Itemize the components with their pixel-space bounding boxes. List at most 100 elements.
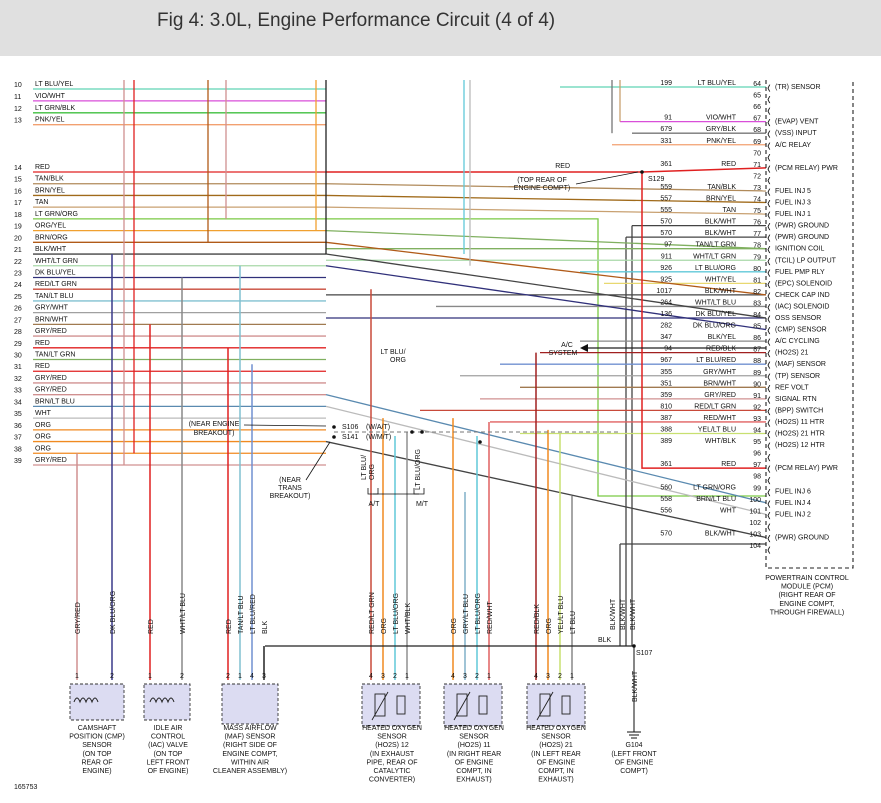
pcm-pin-number: 78 xyxy=(753,243,761,250)
ho2s21-label: (IN LEFT REAR xyxy=(531,751,581,758)
ho2s11-label: (HO2S) 11 xyxy=(458,742,491,749)
iac-pin-number: 2 xyxy=(180,673,184,680)
ho2s11-pin-number: 1 xyxy=(487,673,491,680)
left-row-number: 17 xyxy=(14,200,22,207)
pcm-pin-number: 102 xyxy=(749,520,761,527)
page-title: Fig 4: 3.0L, Engine Performance Circuit … xyxy=(157,10,556,31)
title-bar: Fig 4: 3.0L, Engine Performance Circuit … xyxy=(0,0,881,56)
maf-sensor-box xyxy=(221,683,279,725)
pcm-pin-wire-label: WHT/LT BLU xyxy=(695,299,736,306)
ho2s11-lead-label: GRY/LT BLU xyxy=(463,594,470,634)
pcm-pin-wire-label: VIO/WHT xyxy=(706,115,737,122)
camshaft-coil-symbol xyxy=(73,697,99,704)
ho2s12-label: CONVERTER) xyxy=(369,777,415,784)
pcm-pin-number: 88 xyxy=(753,358,761,365)
pcm-pin-circuit: 558 xyxy=(660,496,672,503)
s107-label: S107 xyxy=(636,650,652,657)
pcm-pin-function: (MAF) SENSOR xyxy=(775,361,826,368)
left-row-wire-label: TAN/BLK xyxy=(35,176,64,183)
ho2s12-label: CATALYTIC xyxy=(374,768,411,775)
ho2s21-pin-number: 4 xyxy=(534,673,538,680)
splice-dot xyxy=(420,430,424,434)
pcm-pin-number: 96 xyxy=(753,451,761,458)
left-row-wire-label: ORG/YEL xyxy=(35,223,66,230)
fuel-inj-5-wire xyxy=(325,183,767,192)
pcm-pin-bracket: ❬ xyxy=(766,142,772,150)
pcm-pin-bracket: ❬ xyxy=(766,477,772,485)
pcm-pin-wire-label: LT BLU/RED xyxy=(696,357,736,364)
pcm-pin-wire-label: DK BLU/ORG xyxy=(693,323,736,330)
pcm-pin-function: (PWR) GROUND xyxy=(775,234,829,241)
left-row-wire-label: VIO/WHT xyxy=(35,93,66,100)
ho2s12-pin-number: 4 xyxy=(369,673,373,680)
camshaft-label: REAR OF xyxy=(81,759,112,766)
ac-system-label: SYSTEM xyxy=(549,350,578,357)
ho2s11-heater-symbol-element xyxy=(478,695,488,715)
pcm-pin-circuit: 1017 xyxy=(656,288,672,295)
pcm-pin-wire-label: RED xyxy=(721,161,736,168)
iac-label: (ON TOP xyxy=(154,751,183,758)
pcm-pin-number: 95 xyxy=(753,439,761,446)
ho2s12-pin-number: 3 xyxy=(381,673,385,680)
ac-system-label: A/C xyxy=(561,342,573,349)
pcm-pin-function: (VSS) INPUT xyxy=(775,130,817,137)
pcm-pin-circuit: 556 xyxy=(660,507,672,514)
s106-splice-dot xyxy=(332,425,336,429)
ho2s21-label: SENSOR xyxy=(541,734,571,741)
ho2s21-lead-label: LT BLU xyxy=(570,611,577,634)
left-row-number: 29 xyxy=(14,341,22,348)
pcm-pin-bracket: ❬ xyxy=(766,246,772,254)
pcm-pin-bracket: ❬ xyxy=(766,488,772,496)
ho2s21-label: (HO2S) 21 xyxy=(539,742,573,749)
pcm-pin-bracket: ❬ xyxy=(766,396,772,404)
left-row-wire-label: WHT/LT GRN xyxy=(35,258,78,265)
pcm-pin-circuit: 351 xyxy=(660,380,672,387)
pwr-ground-103-wire xyxy=(325,440,767,539)
camshaft-pin-number: 2 xyxy=(110,673,114,680)
left-row-number: 38 xyxy=(14,446,22,453)
pcm-pin-bracket: ❬ xyxy=(766,546,772,554)
maf-lead-label: LT BLU/RED xyxy=(250,594,257,634)
pcm-pin-function: (HO2S) 21 xyxy=(775,350,809,357)
pcm-pin-wire-label: LT BLU/ORG xyxy=(695,265,736,272)
camshaft-lead-label: DK BLU/ORG xyxy=(110,591,117,634)
camshaft-label: ENGINE) xyxy=(82,768,111,775)
left-row-number: 10 xyxy=(14,82,22,89)
ho2s11-label: (IN RIGHT REAR xyxy=(447,751,501,758)
pcm-pin-wire-label: GRY/BLK xyxy=(706,126,737,133)
pcm-pin-wire-label: TAN/BLK xyxy=(707,184,736,191)
pcm-pin-bracket: ❬ xyxy=(766,165,772,173)
left-row-wire-label: LT GRN/ORG xyxy=(35,211,78,218)
left-row-wire-label: PNK/YEL xyxy=(35,117,65,124)
maf-label: (RIGHT SIDE OF xyxy=(223,742,277,749)
g104-lead-label: BLK/WHT xyxy=(632,670,639,702)
ho2s21-heater-symbol-arrow xyxy=(536,691,554,721)
pcm-pin-circuit: 967 xyxy=(660,357,672,364)
pcm-pin-bracket: ❬ xyxy=(766,303,772,311)
ho2s12-pin-number: 1 xyxy=(405,673,409,680)
pcm-pin-wire-label: BLK/WHT xyxy=(705,530,737,537)
pcm-pin-bracket: ❬ xyxy=(766,384,772,392)
pcm-pin-function: FUEL INJ 2 xyxy=(775,511,811,518)
pcm-pin-function: FUEL PMP RLY xyxy=(775,269,825,276)
at-org-label: ORG xyxy=(369,464,376,480)
pcm-pin-function: (TCIL) LP OUTPUT xyxy=(775,257,837,264)
pcm-pin-circuit: 97 xyxy=(664,242,672,249)
fuel-inj-6-wire xyxy=(326,218,766,497)
pcm-pin-number: 70 xyxy=(753,150,761,157)
maf-lead-label: TAN/LT BLU xyxy=(238,595,245,634)
left-row-number: 22 xyxy=(14,259,22,266)
left-row-wire-label: BRN/WHT xyxy=(35,316,68,323)
pcm-pin-bracket: ❬ xyxy=(766,130,772,138)
g104-label: G104 xyxy=(625,742,642,749)
pcm-pin-wire-label: BLK/WHT xyxy=(705,219,737,226)
pcm-pin-wire-label: RED xyxy=(721,461,736,468)
pcm-pin-function: FUEL INJ 3 xyxy=(775,200,811,207)
pcm-pin-function: (PCM RELAY) PWR xyxy=(775,465,838,472)
pcm-pin-wire-label: BLK/WHT xyxy=(705,288,737,295)
pcm-pin-function: A/C RELAY xyxy=(775,142,811,149)
pcm-pin-circuit: 331 xyxy=(660,138,672,145)
pcm-pin-bracket: ❬ xyxy=(766,419,772,427)
left-row-number: 23 xyxy=(14,270,22,277)
